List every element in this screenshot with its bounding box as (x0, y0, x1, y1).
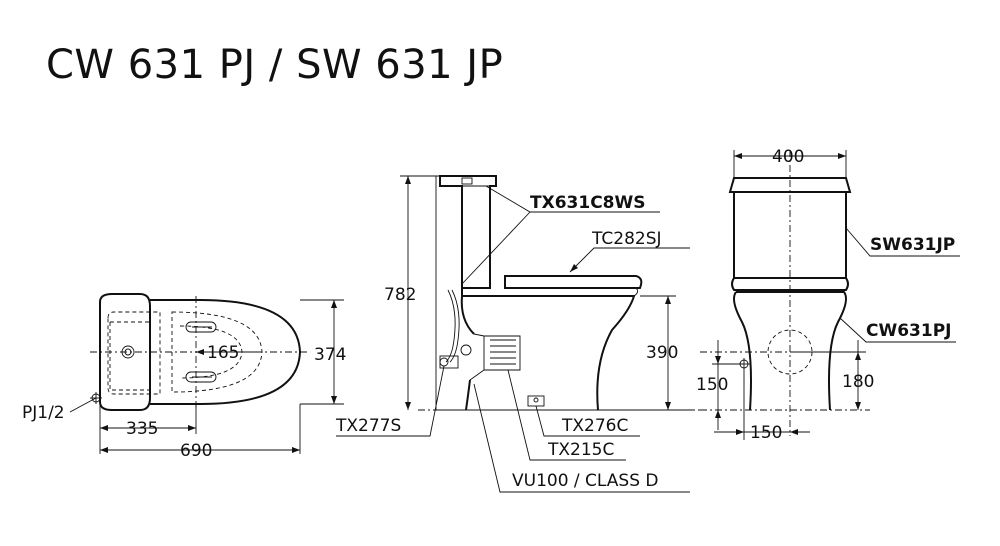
dim-180: 180 (842, 372, 874, 392)
dim-150-side: 150 (696, 375, 728, 395)
side-view (336, 175, 700, 493)
labels: 165 374 335 690 PJ1/2 782 390 TX631C8WS … (22, 147, 955, 491)
part-pj: PJ1/2 (22, 403, 65, 423)
dim-165: 165 (207, 343, 239, 363)
dim-390: 390 (646, 343, 678, 363)
top-view (69, 293, 344, 454)
part-tc282sj: TC282SJ (591, 229, 662, 249)
part-tx277s: TX277S (335, 416, 401, 436)
part-tx631c8ws: TX631C8WS (530, 193, 646, 213)
part-vu100: VU100 / CLASS D (512, 471, 659, 491)
dim-690: 690 (180, 441, 212, 461)
part-sw631jp: SW631JP (870, 235, 955, 255)
dim-335: 335 (126, 419, 158, 439)
part-cw631pj: CW631PJ (866, 321, 952, 341)
dim-782: 782 (384, 285, 416, 305)
dim-150-bottom: 150 (750, 423, 782, 443)
drawing-title: CW 631 PJ / SW 631 JP (46, 42, 504, 88)
part-tx276c: TX276C (561, 416, 628, 436)
part-tx215c: TX215C (547, 440, 614, 460)
dim-400: 400 (772, 147, 804, 167)
dim-374: 374 (314, 345, 346, 365)
front-view (700, 150, 960, 440)
